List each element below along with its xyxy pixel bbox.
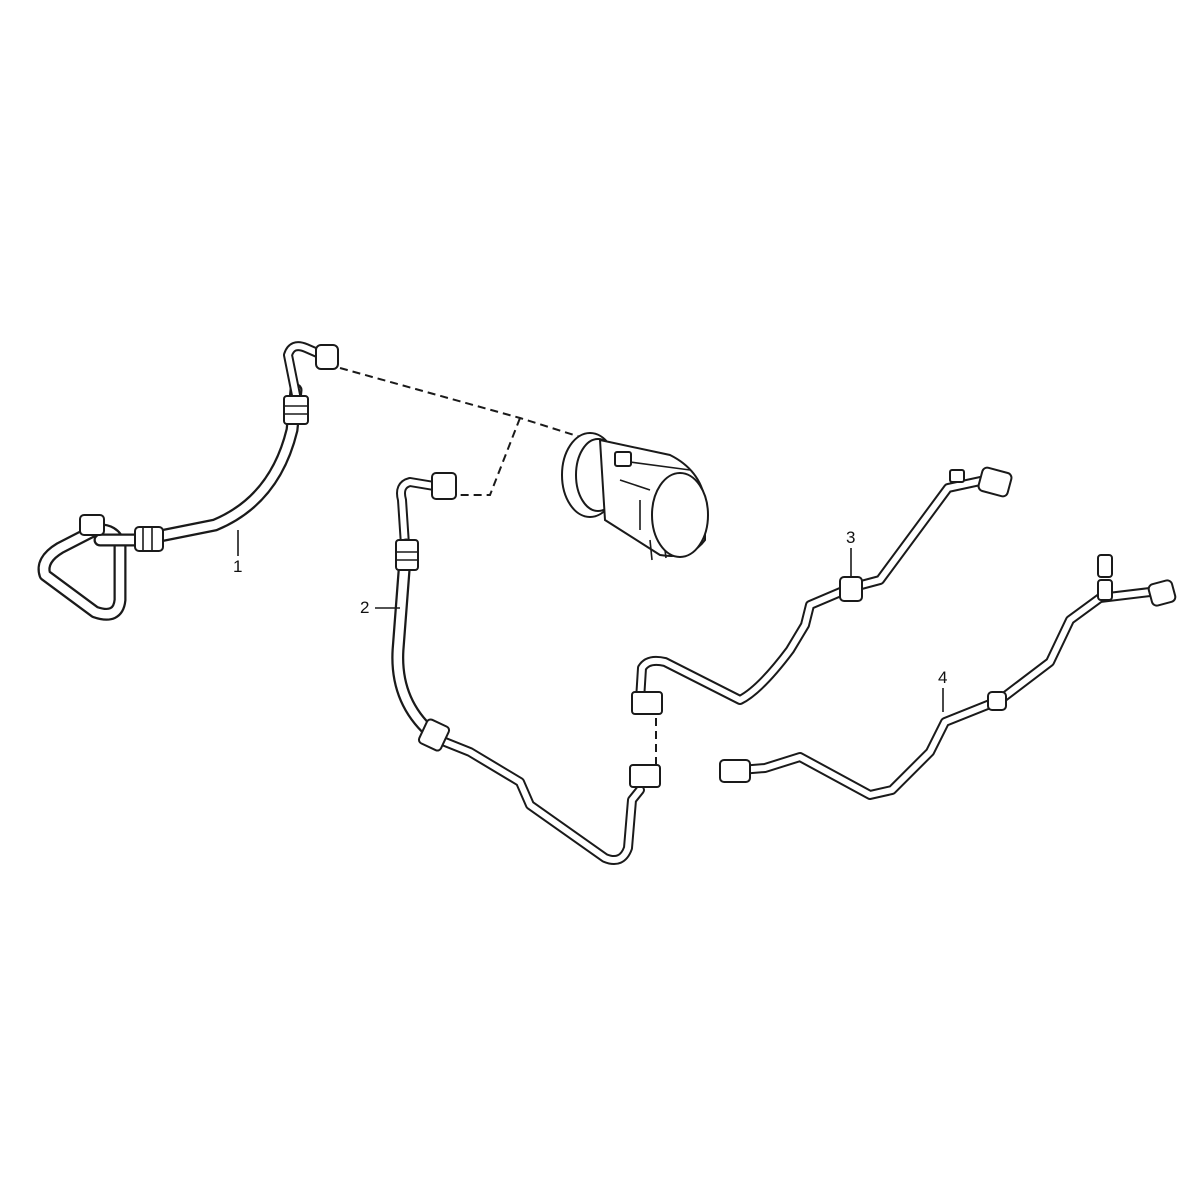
- callout-1: 1: [233, 557, 243, 576]
- callout-3: 3: [846, 528, 856, 547]
- pressure-switch: [1097, 554, 1113, 578]
- ac-compressor: [561, 432, 709, 561]
- hose-4-liquid-line: [719, 554, 1177, 800]
- callout-4: 4: [938, 668, 948, 687]
- assembly-dashed-lines: [339, 367, 657, 765]
- hose-3-liquid-line: [631, 466, 1013, 715]
- hose-2-discharge: [391, 472, 661, 865]
- hose-1-suction: [37, 341, 339, 621]
- callout-leaders: [237, 530, 944, 712]
- callout-2: 2: [360, 598, 370, 617]
